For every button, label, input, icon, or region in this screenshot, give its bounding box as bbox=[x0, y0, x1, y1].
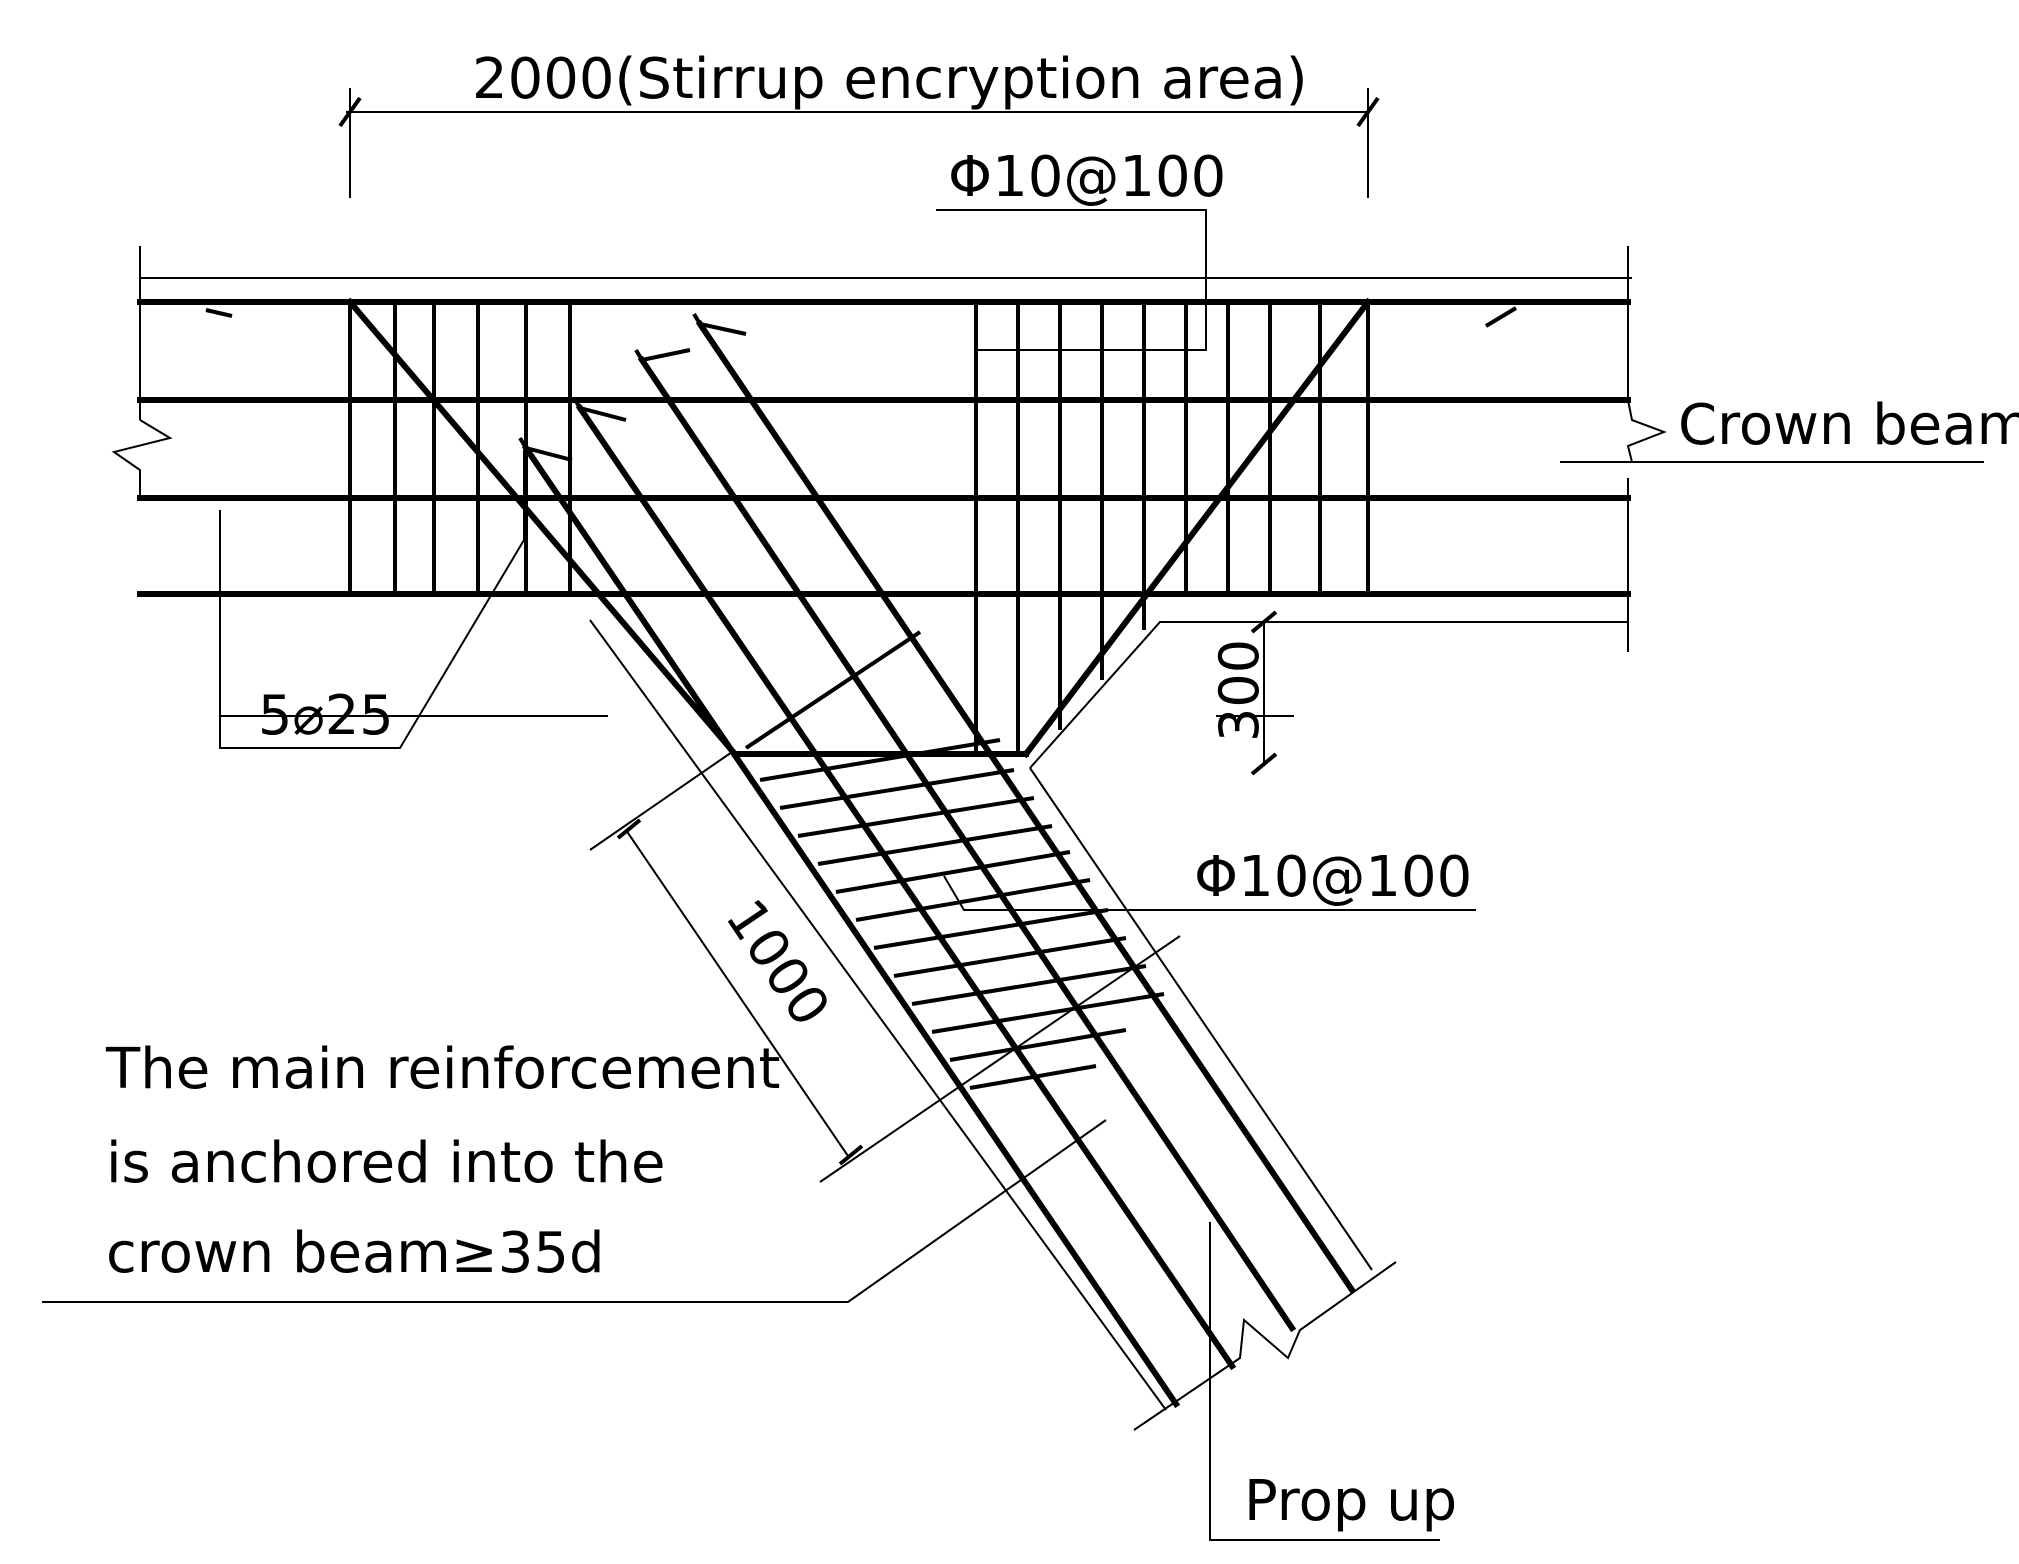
dim-1000-label: 1000 bbox=[713, 888, 842, 1037]
anchor-note-line1: The main reinforcement bbox=[105, 1037, 780, 1102]
stirrups-left bbox=[348, 302, 572, 594]
main-bars-callout: 5⌀25 bbox=[219, 450, 608, 749]
main-longitudinal-bars bbox=[137, 299, 1631, 597]
anchor-note-line2: is anchored into the bbox=[106, 1131, 665, 1196]
anchor-note: The main reinforcement is anchored into … bbox=[42, 1037, 1107, 1303]
stirrup-top-callout: Φ10@100 bbox=[936, 145, 1226, 351]
haunch bbox=[345, 297, 1373, 759]
stirrup-prop-callout: Φ10@100 bbox=[943, 845, 1476, 911]
dim-300: 300 bbox=[1208, 610, 1294, 776]
stirrup-prop-label: Φ10@100 bbox=[1194, 845, 1472, 910]
prop-up-callout: Prop up bbox=[1209, 1222, 1457, 1541]
prop-stirrups bbox=[744, 630, 1165, 1090]
anchor-note-line3: crown beam≥35d bbox=[106, 1221, 605, 1286]
dim-1000: 1000 bbox=[589, 751, 1181, 1183]
stirrups-right bbox=[974, 302, 1370, 754]
prop-main-bars bbox=[518, 312, 1357, 1409]
dim-300-label: 300 bbox=[1208, 639, 1271, 742]
crown-beam-label: Crown beam bbox=[1678, 393, 2019, 458]
prop-break bbox=[1133, 1261, 1397, 1431]
main-bars-label: 5⌀25 bbox=[258, 684, 394, 747]
encryption-dimension: 2000(Stirrup encryption area) bbox=[338, 47, 1380, 198]
stirrup-top-label: Φ10@100 bbox=[948, 145, 1226, 210]
prop-up-label: Prop up bbox=[1244, 1469, 1457, 1534]
crown-beam-callout: Crown beam bbox=[1560, 393, 2019, 463]
crown-beam bbox=[111, 246, 1667, 1411]
encryption-dimension-label: 2000(Stirrup encryption area) bbox=[472, 47, 1308, 112]
